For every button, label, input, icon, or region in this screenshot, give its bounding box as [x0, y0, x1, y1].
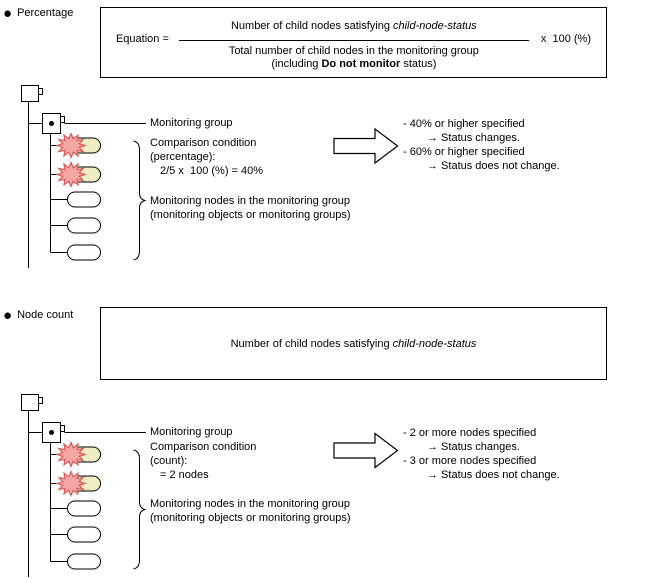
nodes-label-line: Monitoring nodes in the monitoring group [150, 498, 350, 510]
nodes-label-line: (monitoring objects or monitoring groups… [150, 512, 351, 524]
monitoring-node-pill [67, 191, 101, 208]
nodes-label-line: (monitoring objects or monitoring groups… [150, 209, 351, 221]
section-heading-label: Node count [17, 309, 74, 321]
node-count-monitoring-tree [22, 395, 147, 578]
section-heading-node-count: ● Node count [3, 306, 74, 324]
comparison-condition-label: Comparison condition (percentage): 2/5 x… [150, 136, 263, 178]
alert-starburst-icon [56, 132, 86, 159]
equation-box: Equation = Number of child nodes satisfy… [100, 7, 607, 78]
root-node-tab [38, 88, 43, 95]
outcome-result: → Status changes. [427, 441, 520, 453]
equation-fraction: Number of child nodes satisfying child-n… [178, 20, 529, 71]
alert-starburst-icon [56, 161, 86, 188]
formula-variable: child-node-status [392, 337, 477, 350]
section-heading-label: Percentage [17, 7, 74, 19]
outcome-result: → Status changes. [427, 132, 520, 144]
monitoring-node-pill-alerted [67, 166, 101, 183]
condition-line: 2/5 x 100 (%) = 40% [160, 165, 264, 177]
formula-text: Number of child nodes satisfying [230, 337, 393, 350]
percentage-outcomes: - 40% or higher specified → Status chang… [403, 117, 560, 173]
outcome-condition: - 60% or higher specified [403, 146, 525, 158]
section-heading-percentage: ● Percentage [3, 4, 74, 22]
outcome-result: → Status does not change. [427, 160, 560, 172]
monitoring-nodes-label: Monitoring nodes in the monitoring group… [150, 194, 351, 222]
fraction-denominator-line2: (including Do not monitor status) [179, 58, 529, 71]
condition-line: = 2 nodes [160, 469, 209, 481]
outcome-condition: - 40% or higher specified [403, 118, 525, 130]
monitoring-group-dot [49, 121, 54, 126]
node-count-formula-box: Number of child nodes satisfying child-n… [100, 307, 607, 380]
monitoring-group-icon [42, 113, 61, 134]
monitoring-group-label: Monitoring group [150, 426, 233, 438]
grouping-brace [133, 140, 147, 261]
fraction-denominator-line1: Total number of child nodes in the monit… [228, 45, 479, 57]
right-block-arrow-icon [333, 127, 399, 165]
fraction-numerator: Number of child nodes satisfying child-n… [178, 20, 529, 41]
monitoring-node-pill [67, 217, 101, 234]
outcome-result: → Status does not change. [427, 469, 560, 481]
monitoring-node-pill [67, 244, 101, 261]
bullet-icon: ● [3, 306, 13, 324]
outcome-condition: - 2 or more nodes specified [403, 427, 537, 439]
node-count-outcomes: - 2 or more nodes specified → Status cha… [403, 426, 560, 482]
denominator-text: status) [400, 58, 437, 70]
bullet-icon: ● [3, 4, 13, 22]
root-node-icon [21, 85, 39, 102]
monitoring-nodes-label: Monitoring nodes in the monitoring group… [150, 497, 351, 525]
condition-line: (percentage): [150, 151, 216, 163]
equation-multiplier: x 100 (%) [540, 33, 592, 45]
outcome-condition: - 3 or more nodes specified [403, 455, 537, 467]
node-count-formula: Number of child nodes satisfying child-n… [231, 338, 477, 350]
percentage-monitoring-tree [21, 85, 147, 268]
comparison-condition-label: Comparison condition (count): = 2 nodes [150, 440, 256, 482]
condition-line: Comparison condition [150, 137, 257, 149]
numerator-text: Number of child nodes satisfying [230, 20, 393, 32]
equation-row: Equation = Number of child nodes satisfy… [101, 8, 606, 71]
monitoring-node-pill-alerted [67, 137, 101, 154]
condition-line: Comparison condition [150, 441, 257, 453]
condition-line: (count): [150, 455, 188, 467]
nodes-label-line: Monitoring nodes in the monitoring group [150, 195, 350, 207]
equation-label: Equation = [115, 33, 169, 45]
monitoring-group-tab [60, 116, 65, 123]
right-block-arrow-icon [333, 432, 399, 469]
denominator-bold-term: Do not monitor [321, 58, 401, 70]
numerator-variable: child-node-status [393, 20, 477, 32]
denominator-text: (including [271, 58, 322, 70]
monitoring-group-label: Monitoring group [150, 117, 233, 129]
